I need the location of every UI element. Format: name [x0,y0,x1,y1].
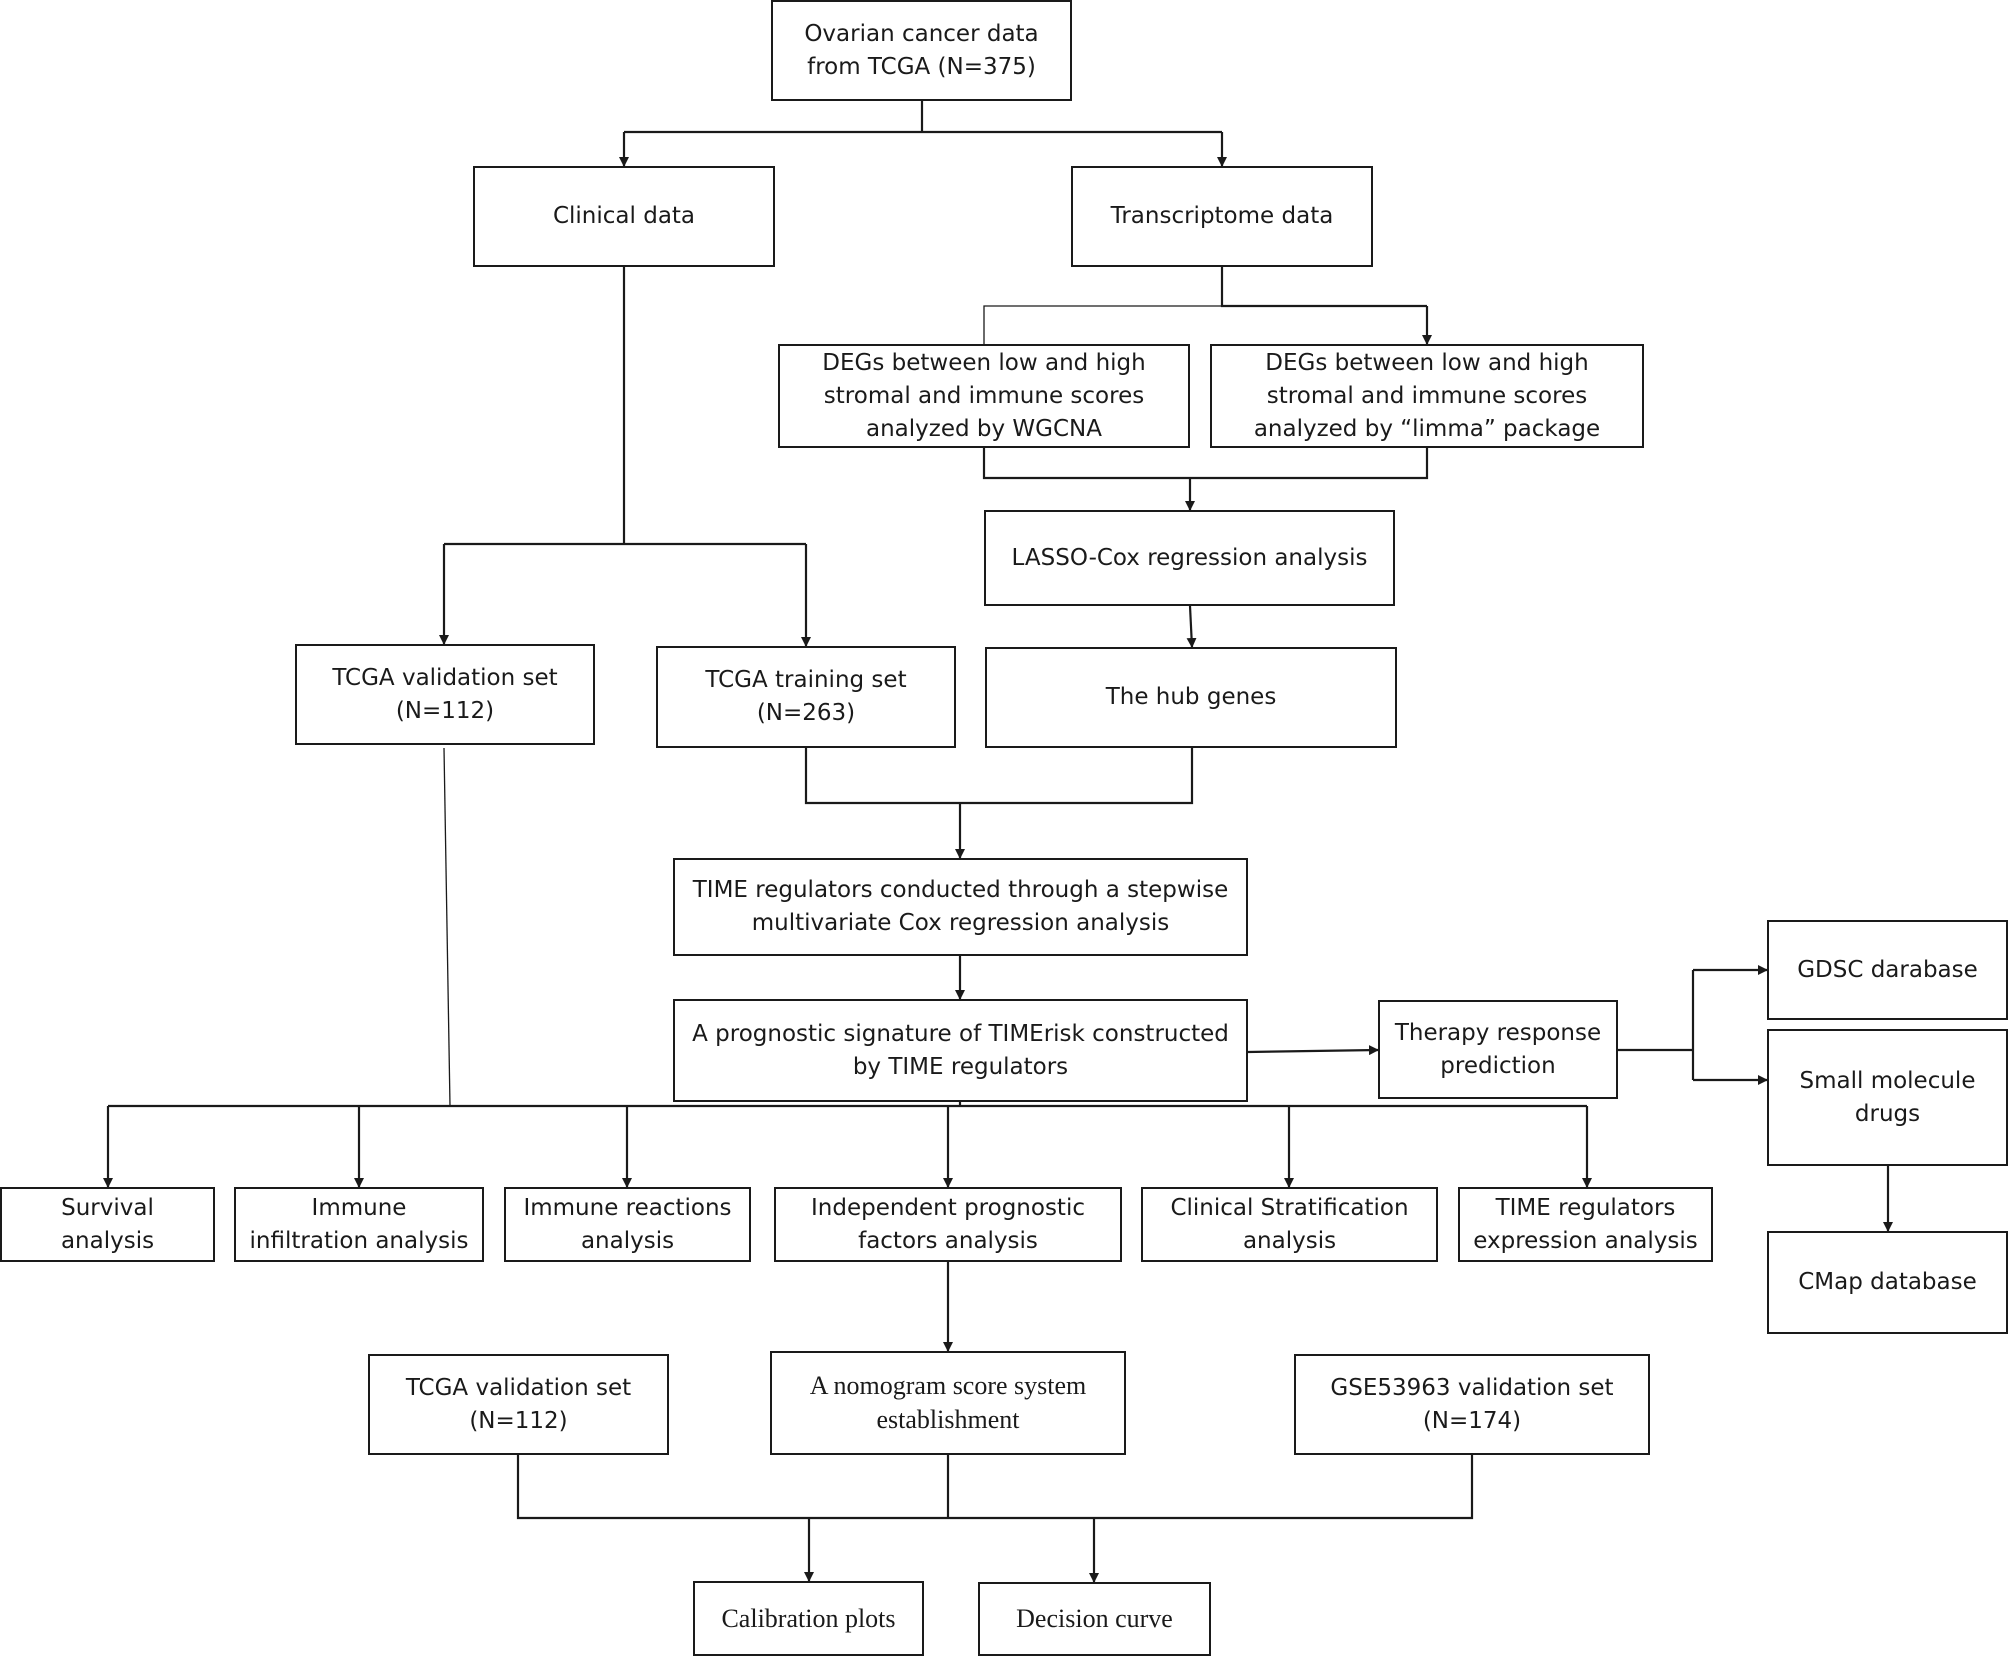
node-transcriptome-line-1: Transcriptome data [1110,203,1334,229]
connector-therapy-split [1618,970,1695,1080]
node-gse-validation-line-2: (N=174) [1422,1407,1522,1434]
node-independent-prognostic-line-1: Independent prognostic [810,1194,1085,1221]
node-tcga-training-line-1: TCGA training set [705,667,907,693]
node-prognostic-signature-line-2: by TIME regulators [852,1053,1069,1080]
node-gdsc-database: GDSC darabase [1767,920,2008,1020]
node-immune-infiltration-line-1: Immune [311,1194,407,1221]
arrow-to-therapy-response [1247,1045,1379,1056]
node-immune-reactions: Immune reactions analysis [504,1187,751,1262]
node-degs-limma-line-1: DEGs between low and high [1265,349,1589,376]
node-independent-prognostic-line-2: factors analysis [858,1227,1038,1254]
node-ovarian-cancer-data: Ovarian cancer data from TCGA (N=375) [771,0,1072,101]
node-hub-genes: The hub genes [985,647,1397,748]
node-ovarian-line-2: from TCGA (N=375) [807,53,1036,80]
node-therapy-response-line-2: prediction [1440,1052,1556,1079]
node-degs-wgcna: DEGs between low and high stromal and im… [778,344,1190,448]
node-gse-validation-line-1: GSE53963 validation set [1330,1374,1614,1401]
node-degs-limma-line-2: stromal and immune scores [1266,382,1588,409]
node-lasso-cox: LASSO-Cox regression analysis [984,510,1395,606]
node-calibration-plots: Calibration plots [693,1581,924,1656]
connector-degs-merge [982,448,1429,480]
node-immune-reactions-line-1: Immune reactions [523,1194,732,1221]
node-therapy-response-line-1: Therapy response [1394,1019,1602,1046]
node-cmap-line-1: CMap database [1798,1269,1977,1295]
node-small-molecule-line-1: Small molecule [1799,1067,1976,1094]
node-tcga-validation-bottom-line-1: TCGA validation set [405,1374,632,1401]
node-transcriptome-data: Transcriptome data [1071,166,1373,267]
node-immune-infiltration-line-2: infiltration analysis [249,1227,469,1254]
node-decision-curve-line-1: Decision curve [1016,1604,1173,1633]
node-nomogram: A nomogram score system establishment [770,1351,1126,1455]
node-degs-wgcna-line-2: stromal and immune scores [823,382,1145,409]
node-prognostic-signature-line-1: A prognostic signature of TIMErisk const… [692,1020,1229,1047]
node-independent-prognostic: Independent prognostic factors analysis [774,1187,1122,1262]
node-tcga-training-line-2: (N=263) [756,700,856,726]
node-gse53963-validation: GSE53963 validation set (N=174) [1294,1354,1650,1455]
node-clinical-stratification-line-1: Clinical Stratification [1170,1194,1409,1221]
node-time-regulators: TIME regulators conducted through a step… [673,858,1248,956]
connector-bottom-merge [516,1455,1474,1520]
connector-transcriptome-split [1220,267,1427,308]
node-hub-genes-line-1: The hub genes [1105,684,1277,710]
node-ovarian-line-1: Ovarian cancer data [804,20,1039,47]
node-survival-line-2: analysis [60,1227,155,1254]
node-tcga-validation-set-bottom: TCGA validation set (N=112) [368,1354,669,1455]
connector-clinical-down [444,267,806,546]
connector-analyses-bus [108,1102,1587,1108]
node-degs-limma-line-3: analyzed by “limma” package [1253,415,1601,442]
node-survival-line-1: Survival [61,1194,154,1221]
node-decision-curve: Decision curve [978,1582,1211,1656]
connector-training-hub-merge [804,748,1194,805]
node-degs-wgcna-line-3: analyzed by WGCNA [866,415,1102,442]
node-survival-analysis: Survival analysis [0,1187,215,1262]
node-tcga-validation-top-line-1: TCGA validation set [332,664,558,691]
node-clinical-stratification: Clinical Stratification analysis [1141,1187,1438,1262]
node-clinical-data: Clinical data [473,166,775,267]
node-degs-limma: DEGs between low and high stromal and im… [1210,344,1644,448]
node-degs-wgcna-line-1: DEGs between low and high [822,349,1146,376]
node-nomogram-line-1: A nomogram score system [809,1371,1087,1400]
connector-to-degs-wgcna [983,305,1222,344]
connector-ovarian-split [624,100,1222,134]
node-immune-reactions-line-2: analysis [580,1227,675,1254]
connector-validation-thin [443,747,451,1107]
node-clinical-line-1: Clinical data [552,203,696,229]
node-clinical-stratification-line-2: analysis [1242,1227,1337,1254]
node-therapy-response: Therapy response prediction [1378,1000,1618,1099]
node-time-regulators-line-2: multivariate Cox regression analysis [751,910,1170,936]
node-tcga-validation-bottom-line-2: (N=112) [469,1407,568,1434]
node-nomogram-line-2: establishment [876,1405,1020,1434]
node-tcga-validation-set-top: TCGA validation set (N=112) [295,644,595,745]
node-calibration-line-1: Calibration plots [721,1603,896,1633]
node-prognostic-signature: A prognostic signature of TIMErisk const… [673,999,1248,1102]
node-lasso-line-1: LASSO-Cox regression analysis [1011,544,1368,571]
node-gdsc-line-1: GDSC darabase [1797,956,1978,983]
arrow-to-hub-genes [1186,605,1197,648]
node-time-expression-line-2: expression analysis [1473,1227,1698,1254]
node-small-molecule-drugs: Small molecule drugs [1767,1029,2008,1166]
node-small-molecule-line-2: drugs [1854,1100,1921,1127]
node-cmap-database: CMap database [1767,1231,2008,1334]
node-tcga-training-set: TCGA training set (N=263) [656,646,956,748]
node-time-expression-line-1: TIME regulators [1495,1194,1676,1221]
node-immune-infiltration: Immune infiltration analysis [234,1187,484,1262]
node-tcga-validation-top-line-2: (N=112) [395,697,495,724]
node-time-regulators-expression: TIME regulators expression analysis [1458,1187,1713,1262]
node-time-regulators-line-1: TIME regulators conducted through a step… [692,877,1229,903]
